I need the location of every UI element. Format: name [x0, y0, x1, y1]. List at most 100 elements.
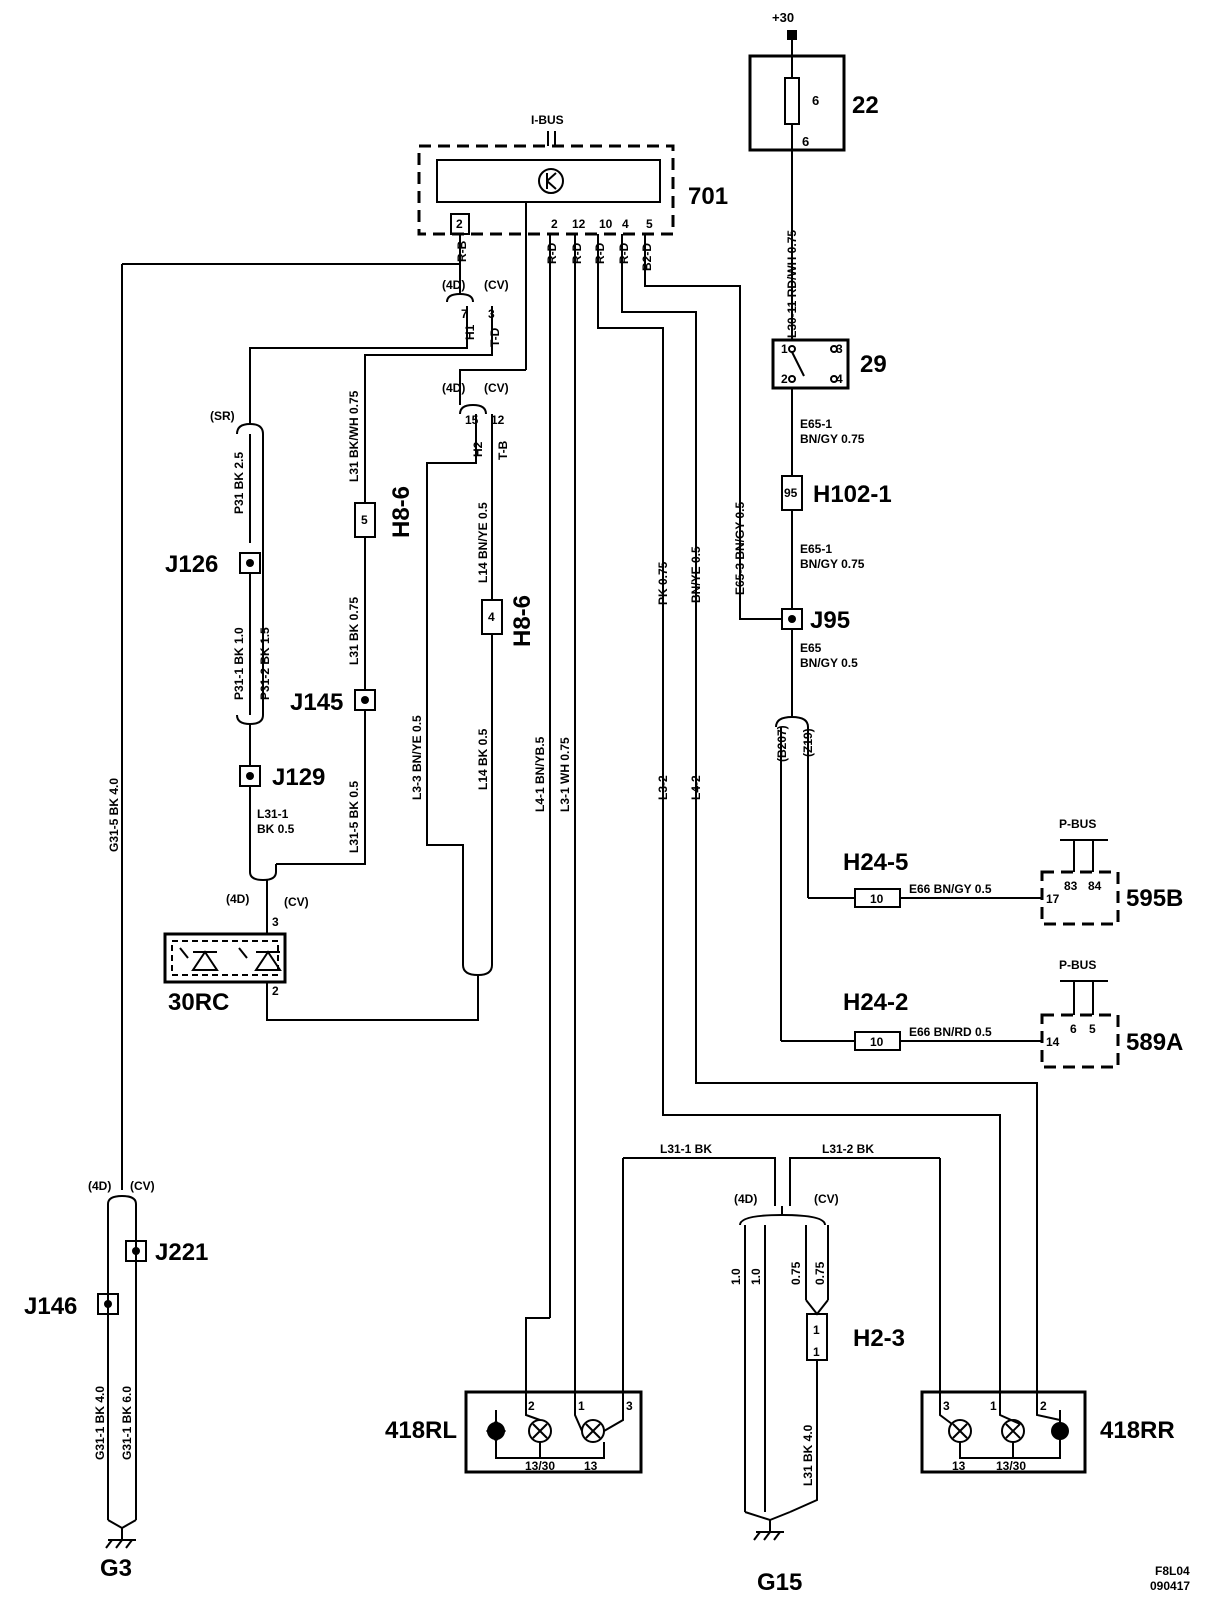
lamp-30rc: 2 30RC [163, 932, 287, 1016]
svg-text:1: 1 [813, 1345, 820, 1359]
module-595b-label: 595B [1126, 885, 1183, 912]
svg-text:2: 2 [781, 372, 788, 386]
svg-text:13/30: 13/30 [525, 1459, 555, 1473]
fuse-value: 6 [812, 93, 819, 108]
svg-text:5: 5 [646, 217, 653, 231]
svg-text:I-BUS: I-BUS [531, 113, 564, 127]
svg-text:E65-1: E65-1 [800, 542, 832, 556]
svg-text:0.75: 0.75 [813, 1261, 827, 1285]
svg-text:BN/GY 0.75: BN/GY 0.75 [800, 432, 865, 446]
svg-text:R-D: R-D [570, 242, 584, 264]
svg-text:P31-2 BK 1.5: P31-2 BK 1.5 [258, 627, 272, 700]
svg-text:5: 5 [361, 513, 368, 527]
svg-text:(4D): (4D) [442, 278, 465, 292]
svg-text:(CV): (CV) [130, 1179, 155, 1193]
svg-text:83: 83 [1064, 879, 1078, 893]
wire-g31-5: G31-5 BK 4.0 [107, 778, 121, 852]
svg-text:L31-1: L31-1 [257, 807, 289, 821]
relay-box [771, 338, 850, 390]
drawing-code: F8L04 [1155, 1564, 1190, 1578]
svg-text:10: 10 [870, 1035, 884, 1049]
wire-l31-2: L31-2 BK [822, 1142, 874, 1156]
svg-text:6: 6 [1070, 1022, 1077, 1036]
ground-g15: G15 [753, 1520, 802, 1596]
svg-text:14: 14 [1046, 1035, 1060, 1049]
svg-text:1.0: 1.0 [729, 1268, 743, 1285]
transistor-icon [538, 168, 564, 194]
svg-text:2: 2 [272, 984, 279, 998]
svg-text:L3-1 WH 0.75: L3-1 WH 0.75 [558, 737, 572, 812]
lamp-30rc-label: 30RC [168, 989, 229, 1016]
supply-label: +30 [772, 10, 794, 25]
supply-terminal [787, 30, 797, 40]
svg-text:12: 12 [572, 217, 586, 231]
svg-text:10: 10 [870, 892, 884, 906]
svg-text:12: 12 [491, 413, 505, 427]
svg-text:L31 BK 4.0: L31 BK 4.0 [801, 1424, 815, 1486]
svg-text:BN/GY 0.75: BN/GY 0.75 [800, 557, 865, 571]
svg-text:2: 2 [528, 1399, 535, 1413]
svg-text:1.0: 1.0 [749, 1268, 763, 1285]
svg-text:G31-1 BK 4.0: G31-1 BK 4.0 [93, 1386, 107, 1460]
fuse-box [748, 54, 846, 152]
svg-text:(CV): (CV) [484, 381, 509, 395]
svg-text:P31-1 BK 1.0: P31-1 BK 1.0 [232, 627, 246, 700]
j126-label: J126 [165, 551, 218, 578]
svg-text:L31-5 BK 0.5: L31-5 BK 0.5 [347, 781, 361, 853]
lamp-418rr: 3 1 2 13 13/30 418RR [920, 1390, 1175, 1474]
svg-text:L3-2: L3-2 [656, 775, 670, 800]
svg-text:(4D): (4D) [226, 892, 249, 906]
svg-text:L31 BK 0.75: L31 BK 0.75 [347, 597, 361, 665]
lamp-418rr-label: 418RR [1100, 1417, 1175, 1444]
wire-e66-595: E66 BN/GY 0.5 [909, 882, 992, 896]
h8-6-b-label: H8-6 [509, 595, 536, 647]
ground-g3-label: G3 [100, 1555, 132, 1582]
svg-text:T-B: T-B [496, 440, 510, 460]
svg-text:BK 0.5: BK 0.5 [257, 822, 295, 836]
module-701: I-BUS 701 2 2 12 10 4 5 [417, 113, 728, 236]
svg-text:2: 2 [551, 217, 558, 231]
j129-label: J129 [272, 764, 325, 791]
svg-text:1: 1 [813, 1323, 820, 1337]
ground-g3: G3 [100, 1528, 136, 1582]
svg-text:BN/GY 0.5: BN/GY 0.5 [800, 656, 858, 670]
svg-text:3: 3 [626, 1399, 633, 1413]
svg-text:(CV): (CV) [484, 278, 509, 292]
svg-text:R-B: R-B [455, 240, 469, 262]
h102-label: H102-1 [813, 481, 892, 508]
drawing-date: 090417 [1150, 1579, 1190, 1593]
fuse-element [784, 77, 800, 125]
svg-text:4: 4 [622, 217, 629, 231]
svg-text:(CV): (CV) [284, 895, 309, 909]
svg-text:L31 BK/WH 0.75: L31 BK/WH 0.75 [347, 390, 361, 482]
svg-text:13/30: 13/30 [996, 1459, 1026, 1473]
fuse-block-label: 22 [852, 92, 879, 119]
svg-text:R-D: R-D [545, 242, 559, 264]
svg-text:L4-2: L4-2 [689, 775, 703, 800]
junction-j221 [125, 1240, 147, 1262]
svg-text:84: 84 [1088, 879, 1102, 893]
j145-label: J145 [290, 689, 343, 716]
svg-text:L14 BK 0.5: L14 BK 0.5 [476, 728, 490, 790]
ground-g15-label: G15 [757, 1569, 802, 1596]
fuse-block-22: +30 6 6 22 [748, 10, 879, 152]
wire-p31: P31 BK 2.5 [232, 452, 246, 514]
relay-label: 29 [860, 351, 887, 378]
svg-text:PK 0.75: PK 0.75 [656, 561, 670, 605]
wire-e65-3: E65-3 BN/GY 0.5 [733, 502, 747, 595]
module-589a-label: 589A [1126, 1029, 1183, 1056]
svg-text:4: 4 [488, 610, 495, 624]
module-701-label: 701 [688, 183, 728, 210]
h8-6-a-label: H8-6 [388, 486, 415, 538]
svg-text:L14 BN/YE 0.5: L14 BN/YE 0.5 [476, 502, 490, 583]
wire-l30-11: L30-11 RD/WH 0.75 [785, 230, 799, 338]
indicator-icon [487, 1422, 505, 1440]
lamp-418rl-label: 418RL [385, 1417, 457, 1444]
svg-text:L4-1 BN/YB.5: L4-1 BN/YB.5 [533, 736, 547, 812]
svg-text:1: 1 [578, 1399, 585, 1413]
svg-text:7: 7 [461, 307, 468, 321]
svg-text:B2-D: B2-D [640, 243, 654, 271]
svg-text:3: 3 [836, 342, 843, 356]
j146-label: J146 [24, 1293, 77, 1320]
h24-2-label: H24-2 [843, 989, 908, 1016]
